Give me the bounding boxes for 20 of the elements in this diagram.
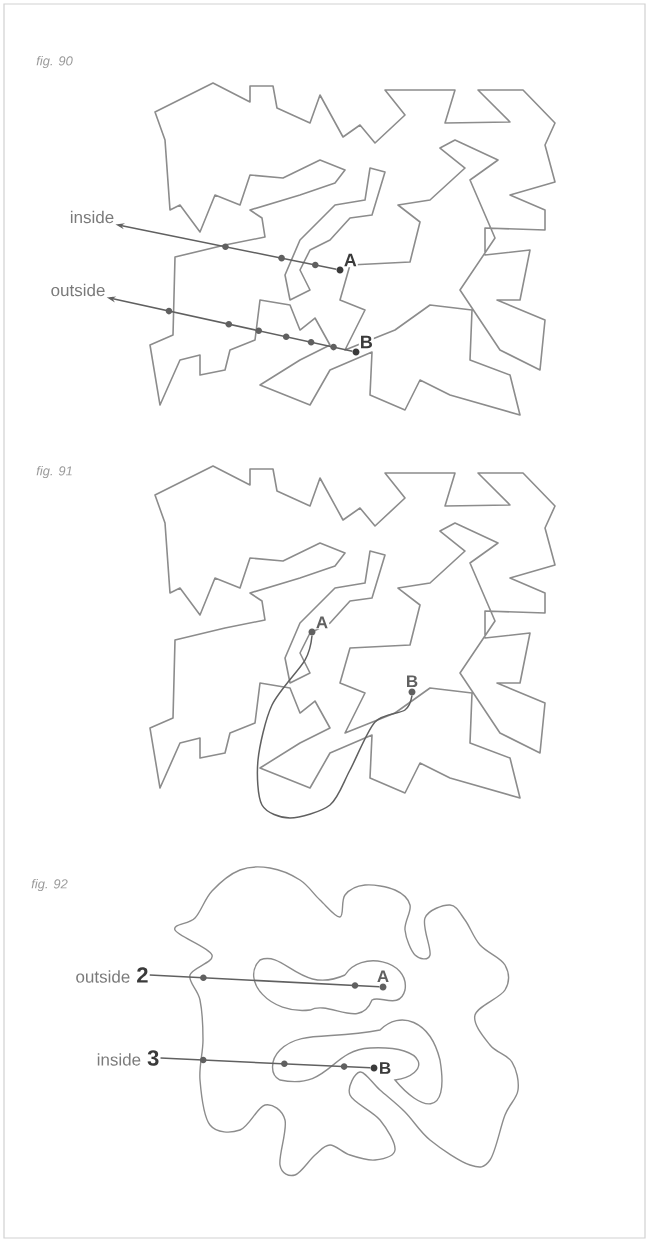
- figure-label: fig. 92: [31, 878, 68, 892]
- path-line: [256, 634, 413, 819]
- point: B: [404, 674, 420, 696]
- figure-label: fig. 90: [36, 55, 73, 69]
- point: B: [352, 334, 374, 356]
- side-label: inside 3: [97, 1050, 159, 1066]
- figure-label: fig. 91: [36, 465, 72, 479]
- point: A: [308, 615, 330, 636]
- side-label: outside: [51, 283, 105, 297]
- side-label: inside: [70, 210, 114, 224]
- side-label: outside 2: [76, 967, 148, 983]
- node-label: A: [377, 970, 389, 983]
- node-label: B: [361, 335, 372, 349]
- point: A: [375, 969, 391, 991]
- point: B: [370, 1061, 393, 1075]
- node-label: B: [380, 1062, 391, 1074]
- node-label: A: [344, 253, 357, 267]
- point: A: [336, 252, 358, 274]
- node-label: B: [407, 675, 418, 688]
- node-label: A: [316, 616, 328, 629]
